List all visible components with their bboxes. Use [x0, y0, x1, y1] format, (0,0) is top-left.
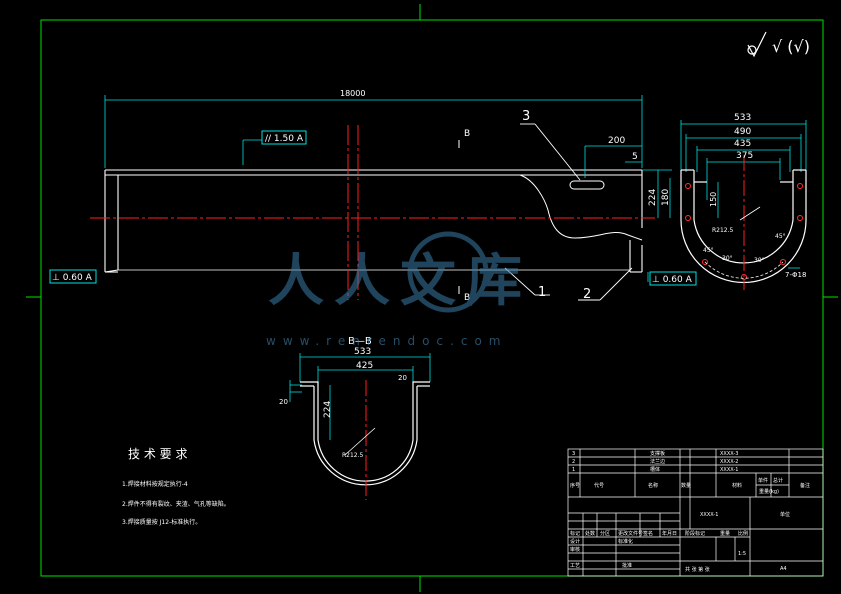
part-2-name: 法兰边 — [650, 458, 665, 465]
row-zone: 分区 — [600, 530, 610, 537]
balloon-1: 1 — [538, 285, 546, 300]
hdr-code: 代号 — [594, 482, 604, 489]
end-angle-30-right: 30° — [754, 257, 765, 264]
part-3-name: 支撑板 — [650, 450, 665, 457]
row-sign: 签名 — [643, 530, 653, 537]
tech-req-item-2: 2.焊件不得有裂纹、夹渣、气孔等缺陷。 — [122, 500, 230, 508]
section-view-bb: B—B 533 425 224 R212.5 20 20 — [279, 336, 431, 500]
break-line — [519, 174, 643, 241]
parallel-tolerance: // 1.50 A — [265, 134, 304, 144]
part-3-no: 3 — [572, 451, 575, 457]
part-1-no: 1 — [572, 467, 575, 473]
scale-label: 比例 — [738, 530, 748, 537]
dim-200: 200 — [608, 136, 625, 146]
sec-dim-425: 425 — [356, 361, 373, 371]
end-dim-490: 490 — [734, 127, 751, 137]
hdr-no: 序号 — [570, 482, 580, 489]
row-count: 处数 — [585, 530, 595, 537]
row-approve: 批准 — [622, 562, 632, 569]
section-mark-bottom: B — [464, 293, 470, 303]
end-dim-375: 375 — [736, 151, 753, 161]
stage-mark: 阶段标记 — [685, 530, 705, 537]
sec-dim-20-left: 20 — [279, 398, 288, 406]
row-check: 审核 — [570, 546, 580, 553]
dim-224: 224 — [648, 189, 658, 206]
hdr-material: 材料 — [732, 482, 742, 489]
title-block-text: 3 支撑板 XXXX-3 2 法兰边 XXXX-2 1 槽体 XXXX-1 序号… — [570, 450, 810, 573]
part-1-code: XXXX-1 — [720, 467, 738, 473]
sec-radius: R212.5 — [342, 452, 364, 459]
title-block — [567, 448, 824, 577]
parallel-tolerance-frame — [261, 130, 307, 145]
sec-dim-533: 533 — [354, 347, 371, 357]
part-2-code: XXXX-2 — [720, 459, 738, 465]
watermark-url: www.renrendoc.com — [266, 334, 507, 348]
tech-req-title: 技 术 要 求 — [128, 447, 187, 461]
hdr-unit: 单件 — [758, 477, 768, 484]
perp-tolerance-left: ⊥ 0.60 A — [52, 273, 93, 283]
hdr-qty: 数量 — [681, 482, 691, 489]
tech-req-item-1: 1.焊接材料按规定执行-4 — [122, 480, 188, 488]
hdr-remark: 备注 — [800, 482, 810, 489]
hdr-weight: 重量(kg) — [759, 488, 779, 495]
section-title: B—B — [348, 336, 372, 347]
sec-dim-20-right: 20 — [398, 374, 407, 382]
perp-tolerance-right: ⊥ 0.60 A — [652, 275, 693, 285]
hdr-name: 名称 — [648, 482, 658, 489]
row-process: 工艺 — [570, 563, 580, 569]
end-radius: R212.5 — [712, 227, 734, 234]
weight-label: 重量 — [720, 530, 730, 537]
end-view: 533 490 435 375 150 R212.5 45° 45° 30° 3… — [680, 113, 807, 290]
end-dim-533: 533 — [734, 113, 751, 123]
end-angle-45-right: 45° — [775, 233, 786, 240]
section-mark-top: B — [464, 129, 470, 139]
drawing-code: XXXX-1 — [700, 512, 718, 518]
perp-tolerance-left-frame — [49, 269, 97, 284]
row-design: 设计 — [570, 538, 580, 545]
watermark-text: 人人文库 — [268, 249, 532, 314]
scale-value: 1:5 — [738, 551, 746, 557]
part-1-name: 槽体 — [650, 466, 660, 473]
hole-spec: 7-Φ18 — [785, 271, 806, 279]
surface-finish-mark — [747, 31, 767, 58]
technical-requirements: 技 术 要 求 1.焊接材料按规定执行-4 2.焊件不得有裂纹、夹渣、气孔等缺陷… — [122, 447, 230, 526]
balloon-3: 3 — [522, 109, 530, 124]
surface-finish-label: √ (√) — [772, 37, 810, 56]
sheets-label: 共 张 第 张 — [685, 566, 710, 573]
main-view: 18000 200 5 224 180 // 1.50 A ⊥ 0.60 A ⊥… — [49, 89, 697, 303]
row-date: 年月日 — [662, 530, 677, 537]
end-dim-435: 435 — [734, 139, 751, 149]
end-angle-45-left: 45° — [703, 247, 714, 254]
dim-180: 180 — [661, 189, 671, 206]
sheet-border — [26, 4, 838, 592]
tech-req-item-3: 3.焊接质量按 J12-标准执行。 — [122, 518, 201, 526]
sec-dim-224: 224 — [323, 401, 333, 418]
part-2-no: 2 — [572, 459, 575, 465]
row-standardize: 标准化 — [618, 538, 633, 545]
sheet-size: A4 — [780, 566, 787, 572]
balloon-2: 2 — [583, 287, 591, 302]
row-change-doc: 更改文件号 — [618, 530, 643, 537]
watermark: 人人文库 www.renrendoc.com — [266, 231, 532, 348]
perp-tolerance-right-frame — [649, 271, 697, 286]
row-mark: 标记 — [570, 530, 580, 537]
company-label: 单位 — [780, 511, 790, 518]
overall-length-dim: 18000 — [340, 89, 365, 98]
dim-5: 5 — [632, 152, 638, 162]
end-angle-30-left: 30° — [722, 255, 733, 262]
part-3-code: XXXX-3 — [720, 451, 738, 457]
end-dim-150: 150 — [709, 192, 718, 207]
hdr-total: 总计 — [773, 477, 783, 484]
slot — [569, 180, 605, 190]
